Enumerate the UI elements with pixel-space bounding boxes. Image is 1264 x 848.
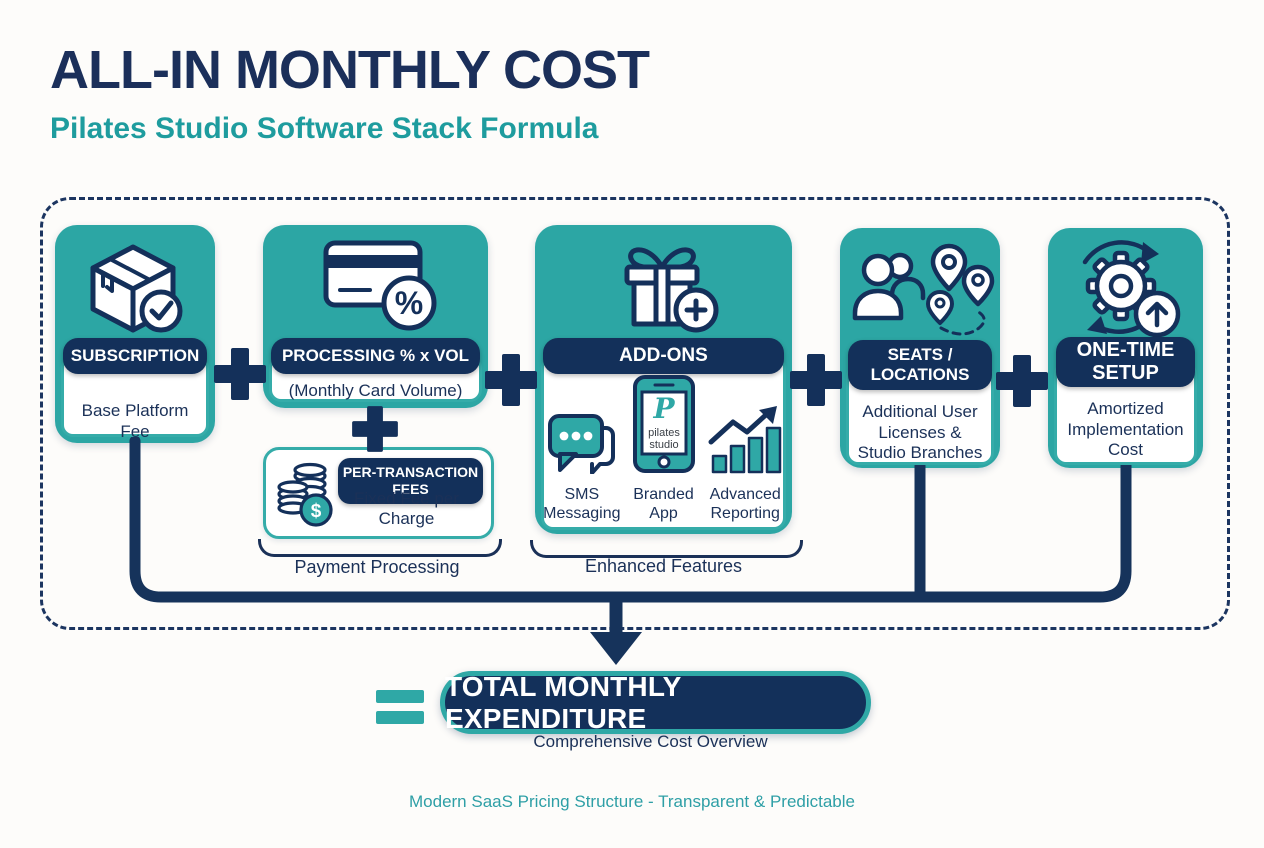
box-one-time-setup: ONE-TIME SETUP Amortized Implementation … — [1048, 228, 1203, 468]
box-description: Amortized Implementation Cost — [1067, 399, 1184, 460]
box-subscription: SUBSCRIPTION Base Platform Fee — [55, 225, 215, 443]
box-label-pill: SUBSCRIPTION — [63, 338, 207, 374]
box-per-transaction-fees: $ PER-TRANSACTION FEES Fixed Fee per Cha… — [263, 447, 494, 539]
branded-app-phone-icon: P pilates studio — [628, 374, 700, 479]
gift-plus-icon — [535, 233, 792, 335]
box-label: ONE-TIME SETUP — [1076, 339, 1175, 384]
app-logo-letter: P — [652, 392, 675, 425]
app-name-line2: studio — [649, 439, 678, 451]
payment-processing-brace — [258, 539, 502, 557]
group-label-enhanced-features: Enhanced Features — [584, 556, 743, 576]
addon-item-branded-app: P pilates studio Branded App — [623, 374, 705, 524]
plus-operator — [214, 348, 266, 400]
plus-operator — [485, 354, 537, 406]
page-title: ALL-IN MONTHLY COST — [50, 40, 650, 100]
box-label-pill: ONE-TIME SETUP — [1056, 337, 1195, 387]
box-description: (Monthly Card Volume) — [288, 381, 463, 400]
percent-symbol: % — [394, 285, 422, 321]
box-label-pill: ADD-ONS — [543, 338, 784, 374]
addon-items: SMS Messaging P pilates studio Branded A… — [541, 375, 786, 524]
addon-label: Advanced Reporting — [709, 486, 781, 523]
box-description: Additional User Licenses & Studio Branch… — [857, 402, 983, 463]
page-subtitle: Pilates Studio Software Stack Formula — [50, 112, 599, 145]
users-map-pins-icon — [840, 240, 1000, 340]
box-label: ADD-ONS — [619, 345, 708, 367]
total-label: TOTAL MONTHLY EXPENDITURE — [445, 670, 681, 734]
plus-operator — [790, 354, 842, 406]
footer-tagline: Modern SaaS Pricing Structure - Transpar… — [409, 792, 855, 811]
box-label: SUBSCRIPTION — [70, 346, 200, 366]
equals-operator — [376, 690, 424, 724]
total-caption: Comprehensive Cost Overview — [533, 732, 768, 751]
gear-sync-arrow-icon — [1048, 236, 1203, 340]
addon-item-sms: SMS Messaging — [541, 412, 623, 524]
sub-box-description: Fixed Fee per Charge — [354, 489, 459, 528]
total-pill: TOTAL MONTHLY EXPENDITURE — [440, 671, 871, 734]
sms-chat-icon — [546, 412, 618, 479]
package-check-icon — [55, 237, 215, 337]
formula-dashed-frame — [40, 197, 1230, 630]
box-description: Base Platform Fee — [81, 401, 189, 441]
plus-operator — [352, 406, 398, 452]
box-label: SEATS / LOCATIONS — [870, 345, 970, 384]
box-label-pill: PROCESSING % x VOL — [271, 338, 480, 374]
app-name-line1: pilates — [648, 427, 680, 439]
box-label-pill: SEATS / LOCATIONS — [848, 340, 992, 390]
credit-card-percent-icon: % — [263, 235, 488, 335]
down-arrow-icon — [590, 632, 642, 665]
dollar-symbol: $ — [311, 501, 322, 522]
addon-label: SMS Messaging — [543, 486, 621, 523]
bar-chart-growth-icon — [707, 404, 783, 479]
box-processing: % PROCESSING % x VOL (Monthly Card Volum… — [263, 225, 488, 408]
box-add-ons: ADD-ONS SMS Messaging — [535, 225, 792, 534]
plus-operator — [996, 355, 1048, 407]
box-seats-locations: SEATS / LOCATIONS Additional User Licens… — [840, 228, 1000, 468]
group-label-payment-processing: Payment Processing — [294, 557, 460, 577]
addon-label: Branded App — [633, 486, 694, 523]
addon-item-reporting: Advanced Reporting — [704, 404, 786, 524]
box-label: PROCESSING % x VOL — [281, 346, 470, 366]
